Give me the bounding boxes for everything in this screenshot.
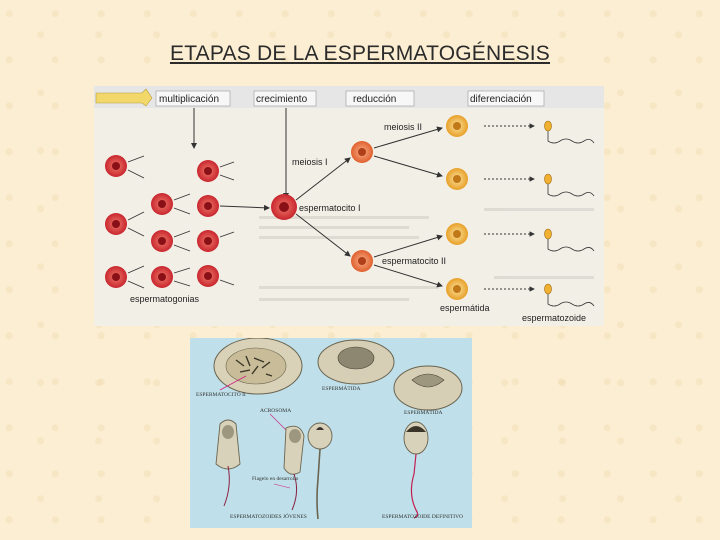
- label-espermatida-2-small: ESPERMÁTIDA: [404, 408, 443, 416]
- espermatozoide: [544, 283, 595, 307]
- label-espermatocito-i: espermatocito I: [299, 203, 361, 213]
- stage-multiplicacion: multiplicación: [159, 94, 219, 105]
- direction-arrow: [95, 88, 153, 107]
- young-spermatozoon-1: [215, 419, 241, 507]
- spermiogenesis-illustration: ESPERMATOCITO II ESPERMÁTIDA ESPERMÁTIDA…: [190, 338, 472, 528]
- espermatocito-ii-cell: [213, 338, 303, 395]
- label-espermatozoide-definitivo: ESPERMATOZOIDE DEFINITIVO: [382, 514, 463, 520]
- label-espermatozoides-jovenes: ESPERMATOZOIDES JÓVENES: [230, 512, 307, 520]
- espermatida-cell-2: [393, 365, 463, 411]
- page-title: ETAPAS DE LA ESPERMATOGÉNESIS: [169, 42, 551, 65]
- espermatida-cells: [446, 115, 468, 300]
- label-acrosoma: ACROSOMA: [260, 408, 291, 414]
- label-flagelo: Flagelo en desarrollo: [252, 476, 299, 482]
- stage-diferenciacion: diferenciación: [470, 94, 532, 105]
- espermatogonia-cells: [105, 155, 219, 288]
- label-espermatida: espermátida: [440, 303, 490, 313]
- label-espermatocito-ii: espermatocito II: [382, 256, 446, 266]
- label-espermatida-small: ESPERMÁTIDA: [322, 384, 361, 392]
- definitive-spermatozoon: [403, 421, 429, 519]
- espermatozoide: [544, 228, 595, 252]
- label-meiosis-ii: meiosis II: [384, 122, 422, 132]
- espermatozoide: [544, 120, 595, 144]
- spermatogenesis-stages-diagram: multiplicación crecimiento reducción dif…: [94, 86, 604, 326]
- label-meiosis-i: meiosis I: [292, 157, 328, 167]
- stage-crecimiento: crecimiento: [256, 94, 308, 105]
- young-spermatozoon-2: [283, 425, 305, 511]
- stage-reduccion: reducción: [353, 94, 396, 105]
- label-espermatocito-ii-small: ESPERMATOCITO II: [196, 392, 246, 398]
- espermatozoides: [544, 120, 595, 307]
- label-espermatozoide: espermatozoide: [522, 313, 586, 323]
- espermatida-cell: [317, 339, 395, 385]
- label-espermatogonias: espermatogonias: [130, 294, 200, 304]
- espermatozoide: [544, 173, 595, 197]
- young-spermatozoon-3: [307, 422, 333, 520]
